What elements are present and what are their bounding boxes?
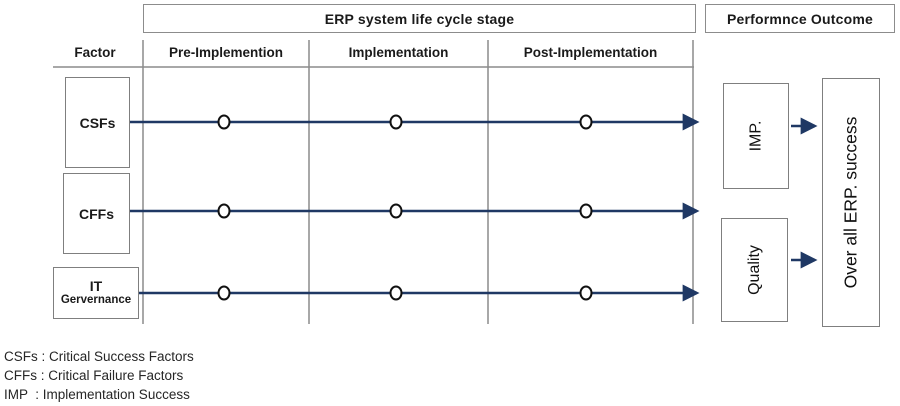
factor-label-it: IT	[89, 278, 103, 295]
stage-marker-circle	[389, 285, 403, 301]
outcome-label-quality: Quality	[745, 245, 763, 295]
stage-marker-circle	[217, 114, 231, 130]
lifecycle-stage-header-box: ERP system life cycle stage	[143, 4, 696, 33]
stage-marker-circle	[579, 114, 593, 130]
outcome-box-overall-erp-success: Over all ERP. success	[822, 78, 880, 327]
stage-header-implementation: Implementation	[348, 44, 449, 60]
factor-sublabel-governance: Gervernance	[60, 294, 132, 307]
performance-outcome-header-box: Performnce Outcome	[705, 4, 895, 33]
stage-marker-circle	[217, 203, 231, 219]
outcome-label-imp: IMP.	[746, 120, 764, 152]
legend-csfs: CSFs : Critical Success Factors	[4, 349, 194, 364]
legend-imp: IMP : Implementation Success	[4, 386, 190, 402]
factor-box-it-governance: IT Gervernance	[53, 267, 139, 319]
stage-header-post-implementation: Post-Implementation	[523, 44, 658, 60]
stage-header-pre-implementation: Pre-Implemention	[168, 44, 284, 60]
stage-marker-circle	[579, 285, 593, 301]
stage-marker-circle	[389, 114, 403, 130]
legend: CSFs : Critical Success Factors CFFs : C…	[4, 348, 194, 404]
legend-cffs: CFFs : Critical Failure Factors	[4, 367, 184, 383]
outcome-box-quality: Quality	[721, 218, 788, 322]
factor-label-cffs: CFFs	[79, 205, 114, 222]
stage-marker-circle	[389, 203, 403, 219]
factor-box-csfs: CSFs	[65, 77, 130, 168]
outcome-box-imp: IMP.	[723, 83, 789, 189]
performance-outcome-title: Performnce Outcome	[727, 10, 873, 27]
stage-marker-circle	[579, 203, 593, 219]
factor-box-cffs: CFFs	[63, 173, 130, 254]
factor-column-header: Factor	[74, 44, 116, 60]
outcome-label-overall-erp-success: Over all ERP. success	[840, 116, 861, 289]
stage-marker-circle	[217, 285, 231, 301]
factor-label-csfs: CSFs	[79, 114, 116, 131]
lifecycle-stage-title: ERP system life cycle stage	[324, 10, 515, 27]
